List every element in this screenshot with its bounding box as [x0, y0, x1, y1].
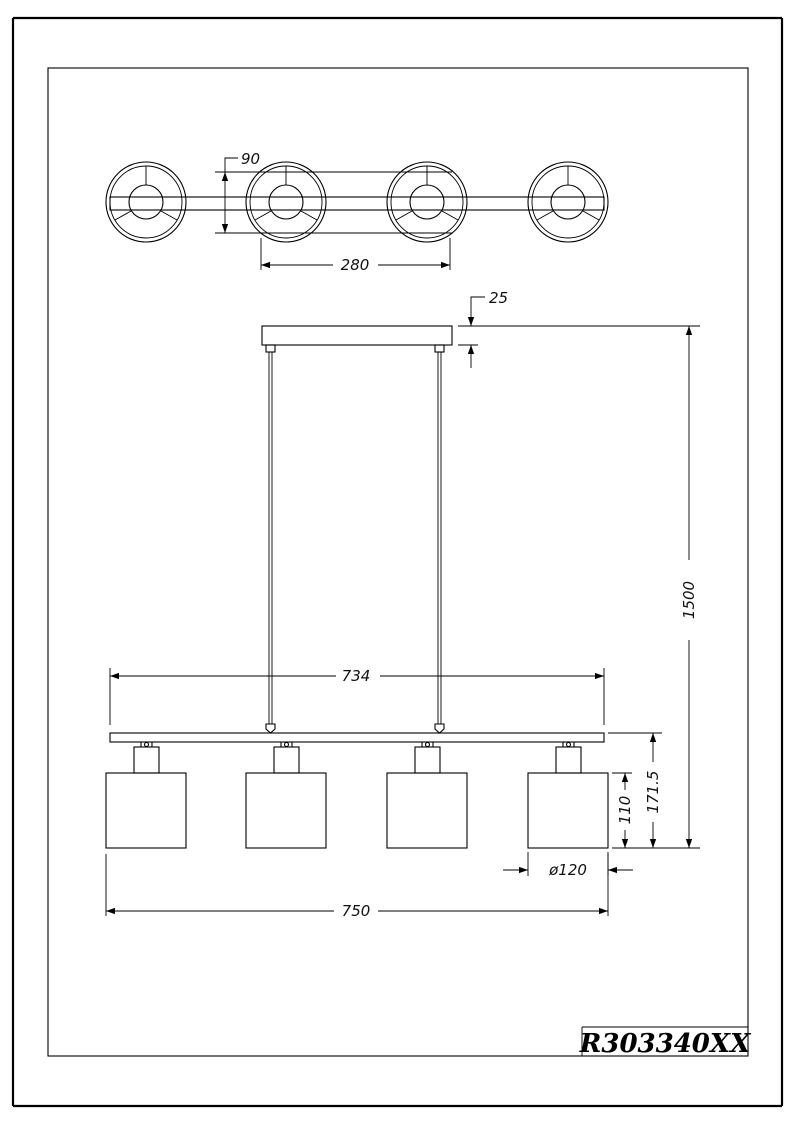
inner-frame — [47, 67, 749, 1057]
dim-25-label: 25 — [489, 289, 508, 307]
dim-750-label: 750 — [342, 902, 371, 920]
dim-90-label: 90 — [241, 150, 260, 168]
shade-top-2 — [245, 161, 327, 243]
dim-diameter-label: ø120 — [548, 861, 587, 879]
dim-1500-label: 1500 — [680, 581, 698, 619]
light-bar — [109, 732, 605, 743]
front-view: 25 1500 734 171.5 110 ø120 750 — [105, 289, 700, 920]
shade-top-1 — [105, 161, 187, 243]
dim-734-label: 734 — [342, 667, 371, 685]
dim-171-5-label: 171.5 — [644, 771, 662, 814]
shade-front-3 — [386, 741, 468, 849]
shade-front-4 — [527, 741, 609, 849]
suspension-cables — [265, 352, 445, 734]
shade-front-1 — [105, 741, 187, 849]
shade-top-4 — [527, 161, 609, 243]
top-view: 90 280 — [105, 150, 609, 274]
dim-280-label: 280 — [341, 256, 370, 274]
ceiling-canopy — [261, 325, 453, 346]
model-number: R303340XX — [579, 1029, 752, 1059]
title-block: R303340XX — [579, 1026, 752, 1059]
outer-frame — [11, 16, 784, 1108]
shade-top-3 — [386, 161, 468, 243]
top-view-bar — [109, 196, 605, 211]
shade-front-2 — [245, 741, 327, 849]
dim-110-label: 110 — [616, 796, 634, 825]
